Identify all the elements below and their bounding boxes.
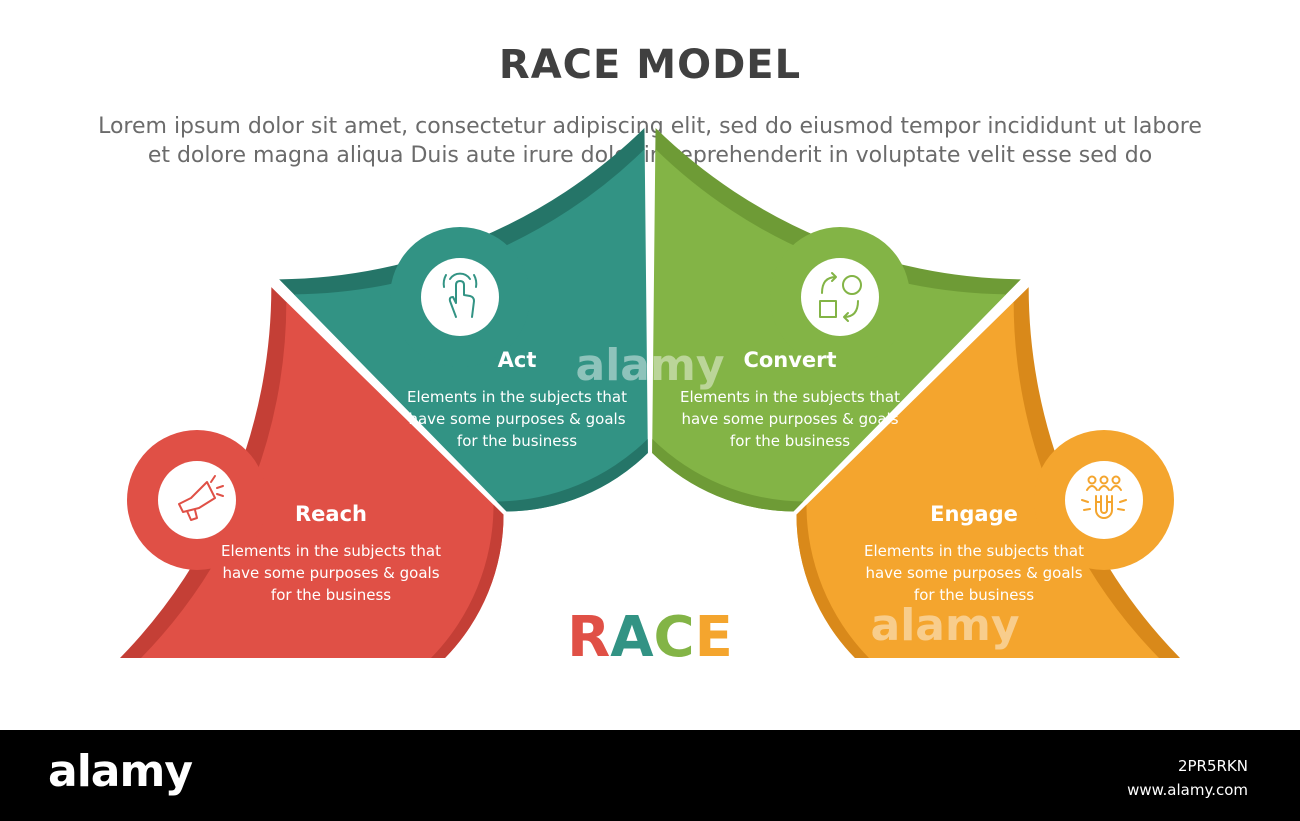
footer-url: www.alamy.com [1127, 781, 1248, 799]
watermark: alamy alamy [576, 340, 1020, 651]
segment-inner-ring [652, 439, 804, 512]
megaphone-icon [158, 461, 236, 539]
segment-inner-ring [431, 504, 504, 658]
subtitle-line-2: et dolore magna aliqua Duis aute irure d… [147, 143, 1153, 168]
segment-title: Convert [743, 348, 836, 372]
watermark-text: alamy [576, 340, 725, 391]
segment-description-line: have some purposes & goals [865, 564, 1082, 582]
segment-description-line: have some purposes & goals [408, 410, 625, 428]
segment-description-line: for the business [730, 432, 850, 450]
race-letter: R [567, 605, 610, 670]
segment-title: Reach [295, 502, 367, 526]
race-letter: C [654, 605, 695, 670]
segment-description-line: for the business [457, 432, 577, 450]
segment-inner-ring [496, 439, 648, 512]
shapes-convert-icon [801, 258, 879, 336]
magnet-people-icon [1065, 461, 1143, 539]
race-letter: A [610, 605, 654, 670]
footer-image-info: 2PR5RKN www.alamy.com [1127, 754, 1248, 802]
segment-title: Engage [930, 502, 1018, 526]
segment-description-line: Elements in the subjects that [407, 388, 627, 406]
segment-description-line: for the business [914, 586, 1034, 604]
subtitle-line-1: Lorem ipsum dolor sit amet, consectetur … [98, 114, 1202, 139]
segment-body [141, 301, 504, 658]
segment-description-line: have some purposes & goals [222, 564, 439, 582]
segment-description-line: have some purposes & goals [681, 410, 898, 428]
footer-bar: alamy 2PR5RKN www.alamy.com [0, 730, 1300, 821]
tap-finger-icon [421, 258, 499, 336]
race-center-word: RACE [567, 605, 733, 670]
segment-description-line: Elements in the subjects that [864, 542, 1084, 560]
segment-inner-ring [796, 504, 869, 658]
segment-description-line: for the business [271, 586, 391, 604]
page-title: RACE MODEL [498, 42, 802, 88]
footer-logo: alamy [48, 746, 193, 797]
race-letter: E [695, 605, 733, 670]
segment-title: Act [498, 348, 537, 372]
watermark-text: alamy [871, 600, 1020, 651]
segment-body [796, 301, 1159, 658]
footer-image-id: 2PR5RKN [1177, 757, 1248, 775]
page-subtitle: Lorem ipsum dolor sit amet, consectetur … [50, 112, 1250, 170]
segment-description-line: Elements in the subjects that [221, 542, 441, 560]
segment-description-line: Elements in the subjects that [680, 388, 900, 406]
